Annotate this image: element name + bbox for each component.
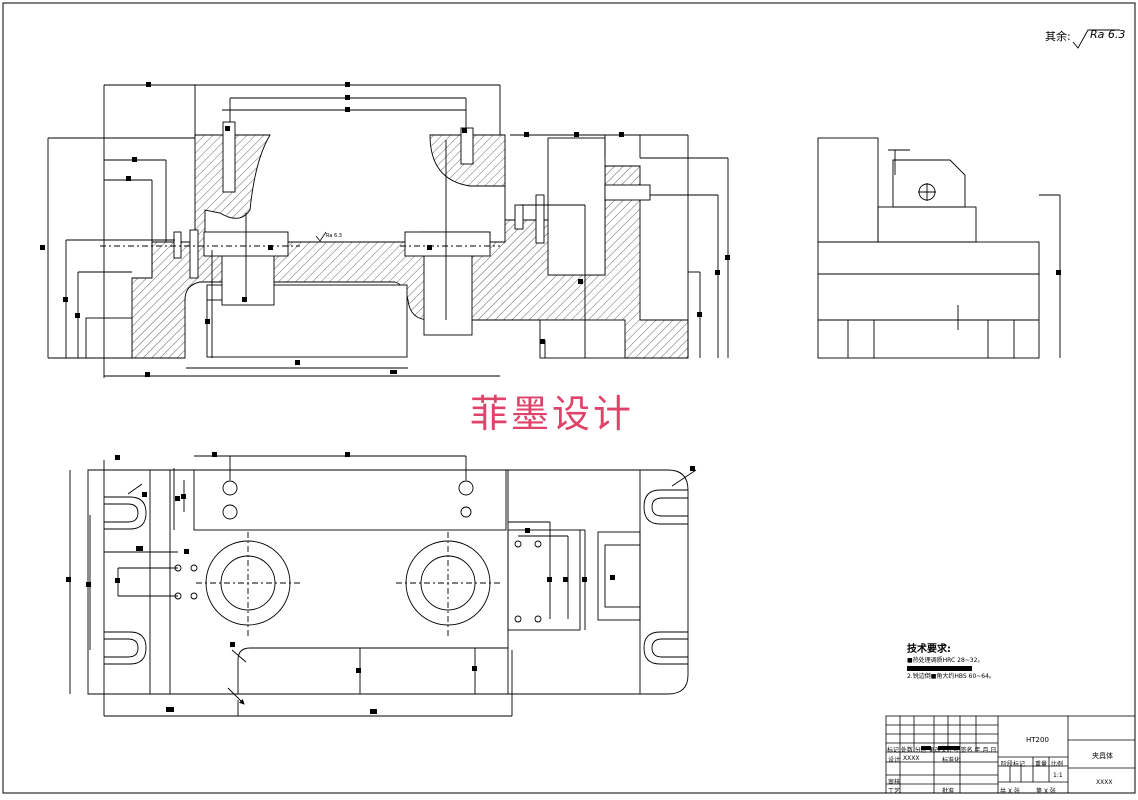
side-view: [817, 137, 1061, 359]
watermark: 菲墨设计: [470, 392, 635, 436]
tech-line-1: ■热处理调质HRC 28~32。: [907, 656, 984, 664]
top-view-dim-marks: [66, 452, 695, 714]
tech-redaction: [907, 665, 972, 671]
revision-header: 标记 处数 分区 更改文件号 签名 年.月.日: [887, 747, 997, 754]
weight-label: 重量: [1035, 761, 1048, 768]
top-view: [69, 455, 697, 717]
roughness-symbol: [1072, 29, 1120, 49]
part-name-text: 夹具体: [1092, 752, 1113, 760]
standardization-label: 标准化: [942, 757, 961, 764]
process-label: 工艺: [888, 788, 901, 795]
surface-finish-value: Ra 6.3: [1090, 28, 1126, 41]
title-block-mark: [921, 746, 931, 750]
material-text: HT200: [1026, 736, 1049, 744]
technical-requirements: 技术要求: ■热处理调质HRC 28~32。 2.锐边倒■角大约HBS 60~6…: [907, 643, 995, 681]
approve-label: 批准: [942, 788, 955, 795]
title-block-mark: [938, 746, 960, 750]
front-view-dim-marks: [40, 82, 730, 377]
stage-label: 阶段标记: [1001, 761, 1026, 768]
drawing-no-text: XXXX: [1096, 779, 1113, 786]
tech-title: 技术要求:: [907, 644, 951, 655]
scale-label: 比例: [1051, 761, 1064, 768]
side-view-dim-mark: [1056, 270, 1061, 275]
scale-value: 1:1: [1053, 772, 1063, 779]
surface-finish-prefix: 其余:: [1045, 30, 1071, 43]
tech-line-2: 2.锐边倒■角大约HBS 60~64。: [907, 672, 995, 680]
designer-label: 设计: [888, 757, 901, 764]
section-roughness-mark: Ra 6.3: [315, 231, 342, 242]
designer-value: XXXX: [903, 755, 920, 762]
sheets-label: 共 X 张: [1000, 788, 1020, 795]
surface-finish-note: 其余: Ra 6.3: [1045, 28, 1125, 44]
section-mark-text: Ra 6.3: [326, 233, 342, 239]
checker-label: 审核: [888, 779, 901, 786]
front-section-view: [47, 84, 729, 378]
sheet-no-label: 第 X 张: [1036, 788, 1056, 795]
